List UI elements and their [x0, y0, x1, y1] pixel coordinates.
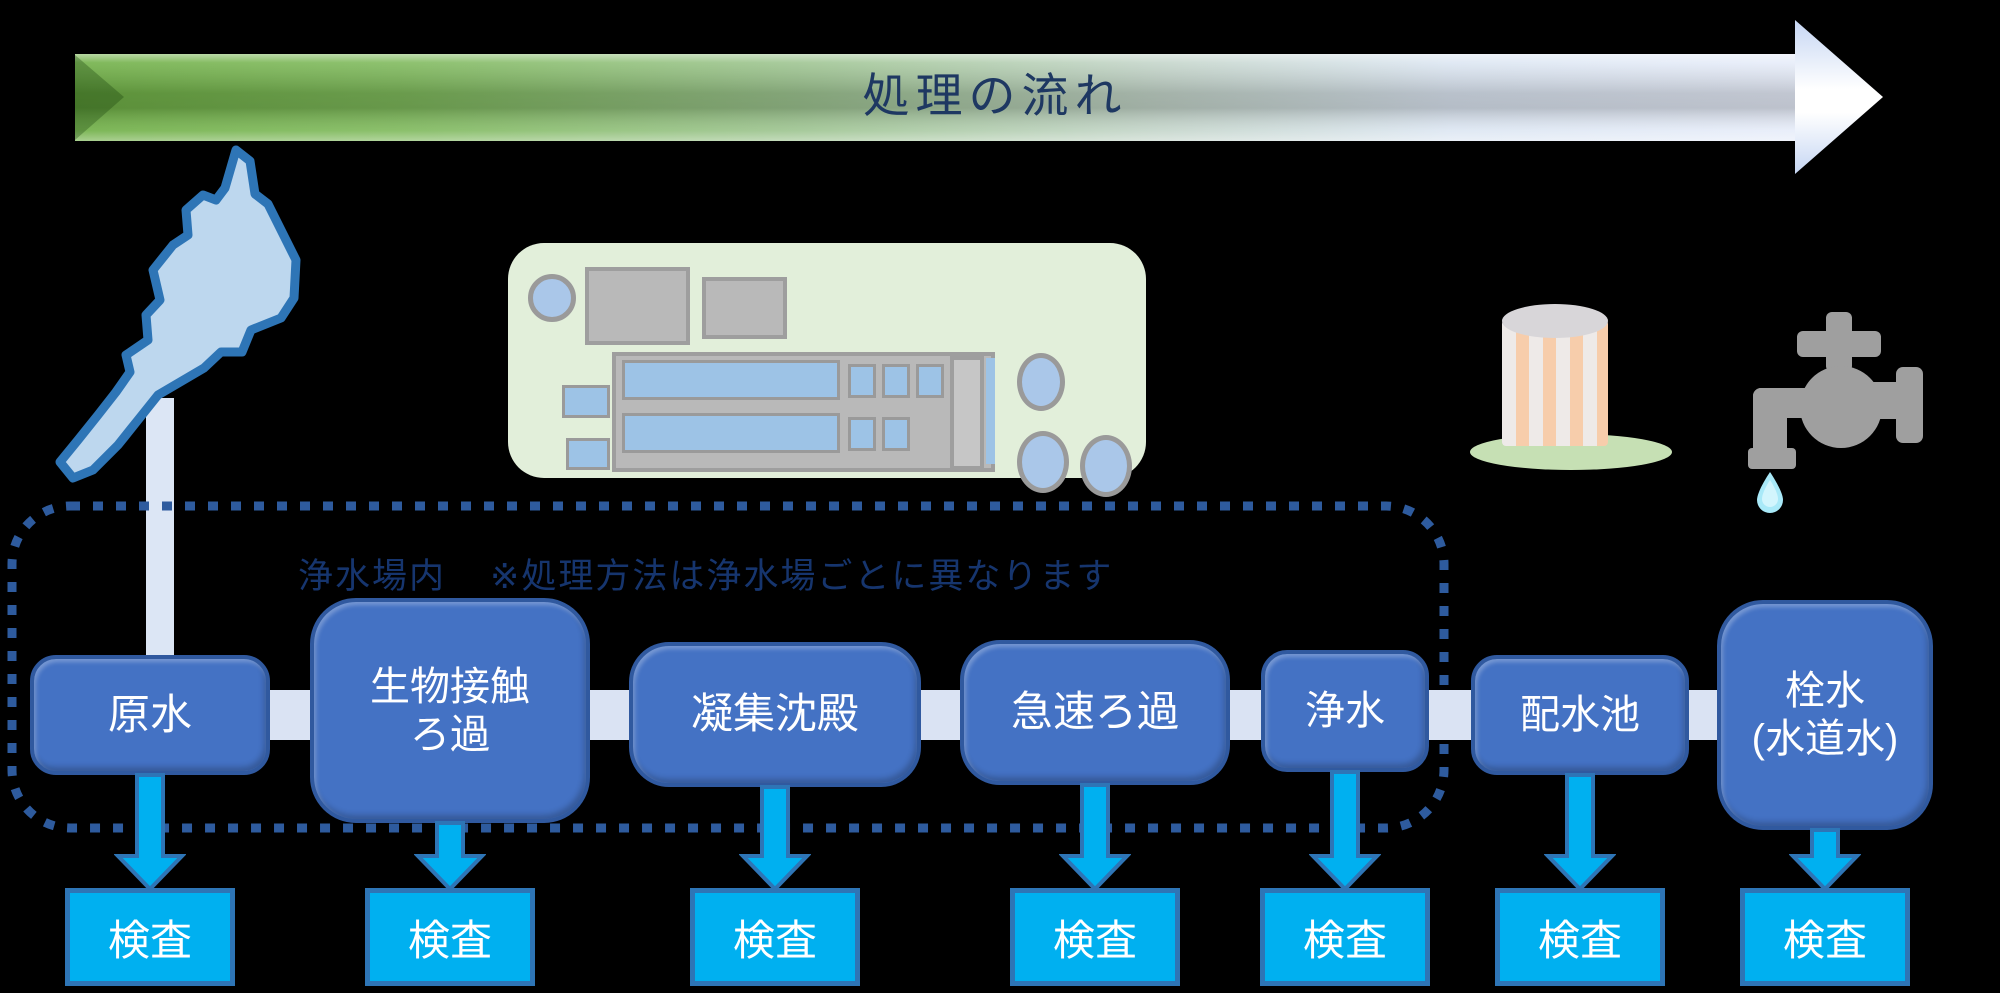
plant-cell [916, 364, 944, 398]
down-arrow-icon [114, 773, 186, 892]
faucet-icon [1740, 300, 1940, 525]
plant-building [585, 267, 690, 345]
plant-cell [882, 364, 910, 398]
plant-building [702, 277, 787, 339]
intake-pipe [146, 398, 174, 670]
stage-box-purified-water: 浄水 [1261, 650, 1429, 772]
plant-inlet [562, 385, 610, 418]
plant-cell [882, 417, 910, 451]
stage-box-distribution-reservoir: 配水池 [1471, 655, 1689, 775]
inspection-box-tap-water: 検査 [1740, 888, 1910, 986]
stage-label: 凝集沈殿 [690, 690, 859, 738]
zone-label: 浄水場内 [298, 557, 447, 596]
stage-box-rapid-filtration: 急速ろ過 [960, 640, 1230, 785]
stage-label: (水道水) [1751, 717, 1899, 761]
flow-connector [588, 690, 631, 740]
stage-label: 配水池 [1520, 693, 1640, 737]
flow-connector [1687, 690, 1719, 740]
stage-box-tap-water: 栓水(水道水) [1717, 600, 1933, 830]
stage-label: 急速ろ過 [1010, 688, 1179, 736]
faucet-arm [1870, 382, 1900, 419]
flow-connector [1228, 690, 1263, 740]
lake-icon [55, 145, 301, 483]
down-arrow-icon [1789, 828, 1861, 892]
water-drop-icon [1757, 472, 1783, 513]
plant-tank-circle [1017, 353, 1065, 411]
flow-connector [268, 690, 312, 740]
flow-banner-arrow-icon [75, 20, 1883, 174]
flow-connector [919, 690, 962, 740]
flow-connector [1427, 690, 1473, 740]
inspection-box-raw-water: 検査 [65, 888, 235, 986]
plant-inlet [566, 438, 610, 470]
faucet-foot [1748, 448, 1796, 469]
plant-tank-circle [1017, 431, 1069, 493]
zone-caption: 浄水場内 ※処理方法は浄水場ごとに異なります [298, 548, 1113, 599]
plant-cell [848, 364, 876, 398]
down-arrow-icon [1059, 783, 1131, 892]
inspection-box-bio-contact-filtration: 検査 [365, 888, 535, 986]
stage-label: 栓水 [1785, 669, 1865, 713]
stage-label: ろ過 [410, 712, 490, 757]
tower-cap [1502, 304, 1608, 338]
banner-title: 処理の流れ [863, 69, 1128, 122]
inspection-box-distribution-reservoir: 検査 [1495, 888, 1665, 986]
stage-box-coagulation-sedimentation: 凝集沈殿 [629, 642, 921, 787]
plant-channel [622, 360, 840, 400]
tower-body [1502, 320, 1608, 446]
faucet-spout [1753, 388, 1787, 454]
down-arrow-icon [739, 785, 811, 892]
down-arrow-icon [1309, 770, 1381, 892]
water-tower-icon [1466, 300, 1678, 472]
faucet-flange [1896, 367, 1923, 443]
inspection-box-rapid-filtration: 検査 [1010, 888, 1180, 986]
plant-channel [622, 413, 840, 453]
plant-tank-circle [528, 274, 576, 322]
plant-strip [986, 358, 995, 464]
down-arrow-icon [414, 821, 486, 892]
plant-cell [848, 417, 876, 451]
plant-column [950, 356, 984, 470]
stage-box-raw-water: 原水 [30, 655, 270, 775]
zone-note: ※処理方法は浄水場ごとに異なります [490, 557, 1114, 596]
stage-box-bio-contact-filtration: 生物接触ろ過 [310, 598, 590, 823]
faucet-body [1800, 366, 1882, 448]
down-arrow-icon [1544, 773, 1616, 892]
plant-tank-circle [1080, 435, 1132, 497]
faucet-handle [1797, 331, 1881, 357]
stage-label: 原水 [107, 690, 192, 738]
inspection-box-purified-water: 検査 [1260, 888, 1430, 986]
inspection-box-coagulation-sedimentation: 検査 [690, 888, 860, 986]
stage-label: 生物接触 [370, 664, 530, 709]
treatment-plant-icon [508, 243, 1146, 497]
stage-label: 浄水 [1305, 689, 1385, 733]
